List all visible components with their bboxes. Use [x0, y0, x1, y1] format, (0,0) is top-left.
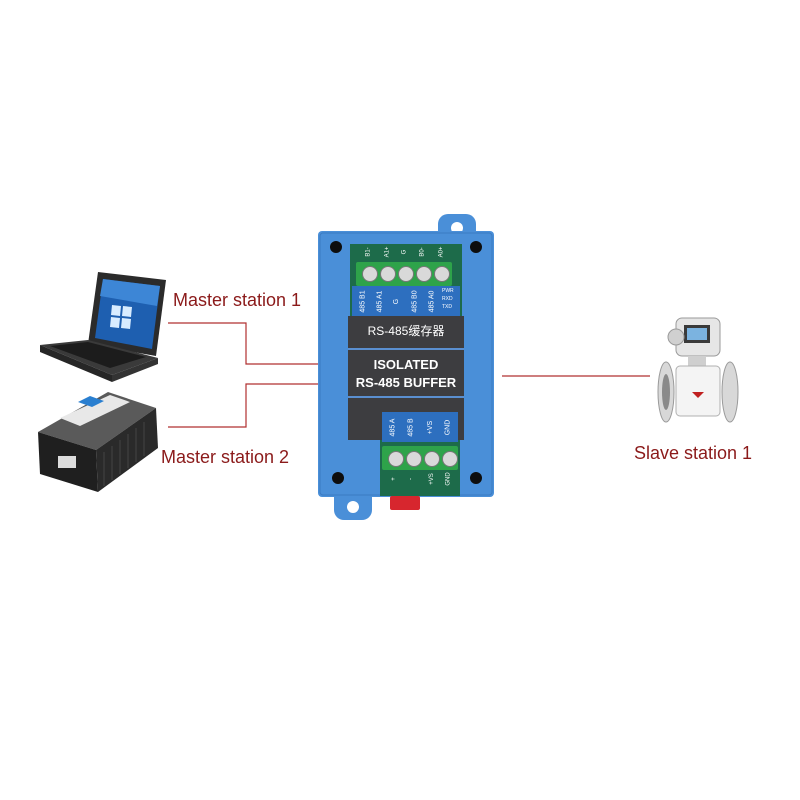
terminal-label: 485 A — [389, 418, 397, 437]
connection-lines — [168, 322, 650, 428]
led-label: RXD — [442, 296, 453, 302]
pin-label: B1- — [365, 247, 372, 257]
label-master-station-1: Master station 1 — [173, 290, 302, 310]
screw-icon[interactable] — [442, 451, 458, 467]
link-master1 — [168, 322, 318, 365]
pin-label: - — [408, 478, 414, 480]
pin-label: GND — [445, 472, 452, 486]
terminal-label: 485 B — [407, 418, 415, 437]
plc-icon — [38, 392, 158, 492]
terminal-label: G — [393, 298, 401, 305]
screw-icon[interactable] — [398, 266, 414, 282]
label-master-station-2: Master station 2 — [161, 447, 290, 467]
screw-icon[interactable] — [416, 266, 432, 282]
pin-label: + — [390, 477, 397, 481]
terminal-label: 485 B1 — [359, 290, 367, 313]
label-slave-station-1: Slave station 1 — [634, 443, 753, 463]
pin-label: B0- — [419, 247, 426, 257]
bottom-terminal-names: 485 A 485 B +VS GND — [382, 414, 458, 440]
device-title-cn: RS-485缓存器 — [367, 324, 445, 338]
led-label: TXD — [442, 304, 452, 310]
device-title-line2: RS-485 BUFFER — [355, 375, 457, 390]
terminal-label: GND — [444, 419, 452, 436]
device-title-line1: ISOLATED — [373, 357, 439, 372]
led-label: PWR — [442, 288, 454, 294]
terminal-label: +VS — [427, 420, 435, 435]
screw-icon[interactable] — [406, 451, 422, 467]
flowmeter-icon — [657, 317, 739, 423]
link-master2 — [168, 383, 318, 428]
pin-label: A1+ — [384, 246, 391, 258]
screw-icon[interactable] — [380, 266, 396, 282]
pin-label: +VS — [428, 473, 435, 485]
terminal-label: 485 A1 — [376, 290, 384, 313]
terminal-label: 485 A0 — [428, 290, 436, 313]
screw-icon[interactable] — [424, 451, 440, 467]
screw-icon[interactable] — [388, 451, 404, 467]
screw-icon[interactable] — [434, 266, 450, 282]
laptop-icon — [40, 272, 166, 382]
terminal-label: 485 B0 — [411, 290, 419, 313]
bottom-terminal-screws — [388, 451, 460, 467]
pin-label: G — [401, 249, 408, 255]
top-terminal-pins: B1- A1+ G B0- A0+ — [360, 247, 456, 261]
screw-icon[interactable] — [362, 266, 378, 282]
top-terminal-names: 485 B1 485 A1 G 485 B0 485 A0 PWR RXD TX… — [352, 288, 460, 314]
pin-label: A0+ — [438, 246, 445, 258]
top-terminal-screws — [362, 266, 450, 282]
bottom-terminal-pins: + - +VS GND — [388, 472, 460, 490]
